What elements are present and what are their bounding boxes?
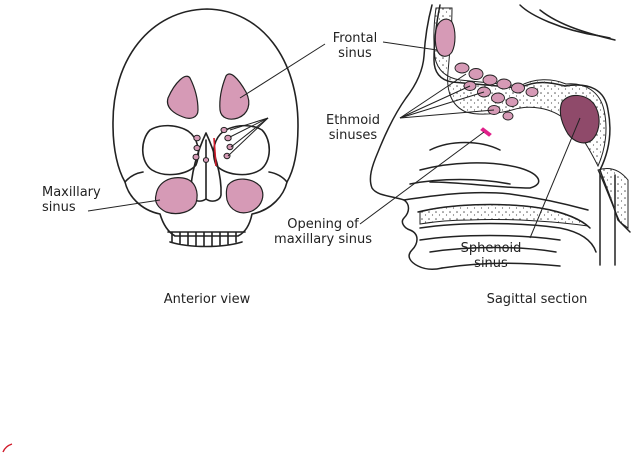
frontal-sinus-left (166, 75, 199, 119)
maxillary-sinus-label: Maxillary sinus (42, 185, 101, 215)
sphenoid-label-line1: Sphenoid (460, 241, 522, 256)
ethmoid-label-line2: sinuses (328, 128, 378, 143)
teeth (167, 231, 246, 248)
anterior-view-caption: Anterior view (163, 292, 251, 307)
sphenoid-sinus-label: Sphenoid sinus (461, 241, 522, 271)
skull-sinuses (154, 73, 264, 215)
skull-outline (112, 8, 299, 237)
frontal-sinus-sagittal (434, 18, 456, 57)
opening-label-line2: maxillary sinus (274, 232, 372, 247)
ethmoid-cells-right (220, 126, 234, 160)
ethmoid-cells-left (192, 134, 210, 163)
sphenoid-label-line2: sinus (474, 256, 508, 271)
frontal-sinus-right (219, 73, 250, 120)
opening-maxillary-label: Opening of maxillary sinus (274, 217, 372, 247)
sagittal-leaders (359, 41, 581, 239)
maxillary-label-line2: sinus (42, 200, 76, 215)
sagittal-section-caption: Sagittal section (486, 292, 588, 307)
corner-mark (2, 443, 13, 453)
frontal-label-line2: sinus (338, 46, 372, 61)
ethmoid-sinuses-label: Ethmoid sinuses (326, 113, 380, 143)
maxillary-label-line1: Maxillary (42, 185, 101, 200)
frontal-sinus-label: Frontal sinus (333, 31, 377, 61)
ethmoid-label-line1: Ethmoid (325, 113, 381, 128)
maxillary-opening-mark (480, 127, 492, 137)
ethmoid-cells-sagittal (454, 62, 539, 121)
septum-accent (213, 137, 217, 167)
maxillary-sinus-right (225, 178, 264, 214)
left-orbit (141, 124, 200, 176)
skull-leaders (87, 43, 326, 212)
frontal-label-line1: Frontal (332, 31, 378, 46)
skull-anterior (112, 8, 299, 248)
face-profile (369, 4, 443, 271)
opening-label-line1: Opening of (287, 217, 359, 232)
maxillary-sinus-left (154, 177, 198, 215)
right-orbit (212, 124, 271, 176)
